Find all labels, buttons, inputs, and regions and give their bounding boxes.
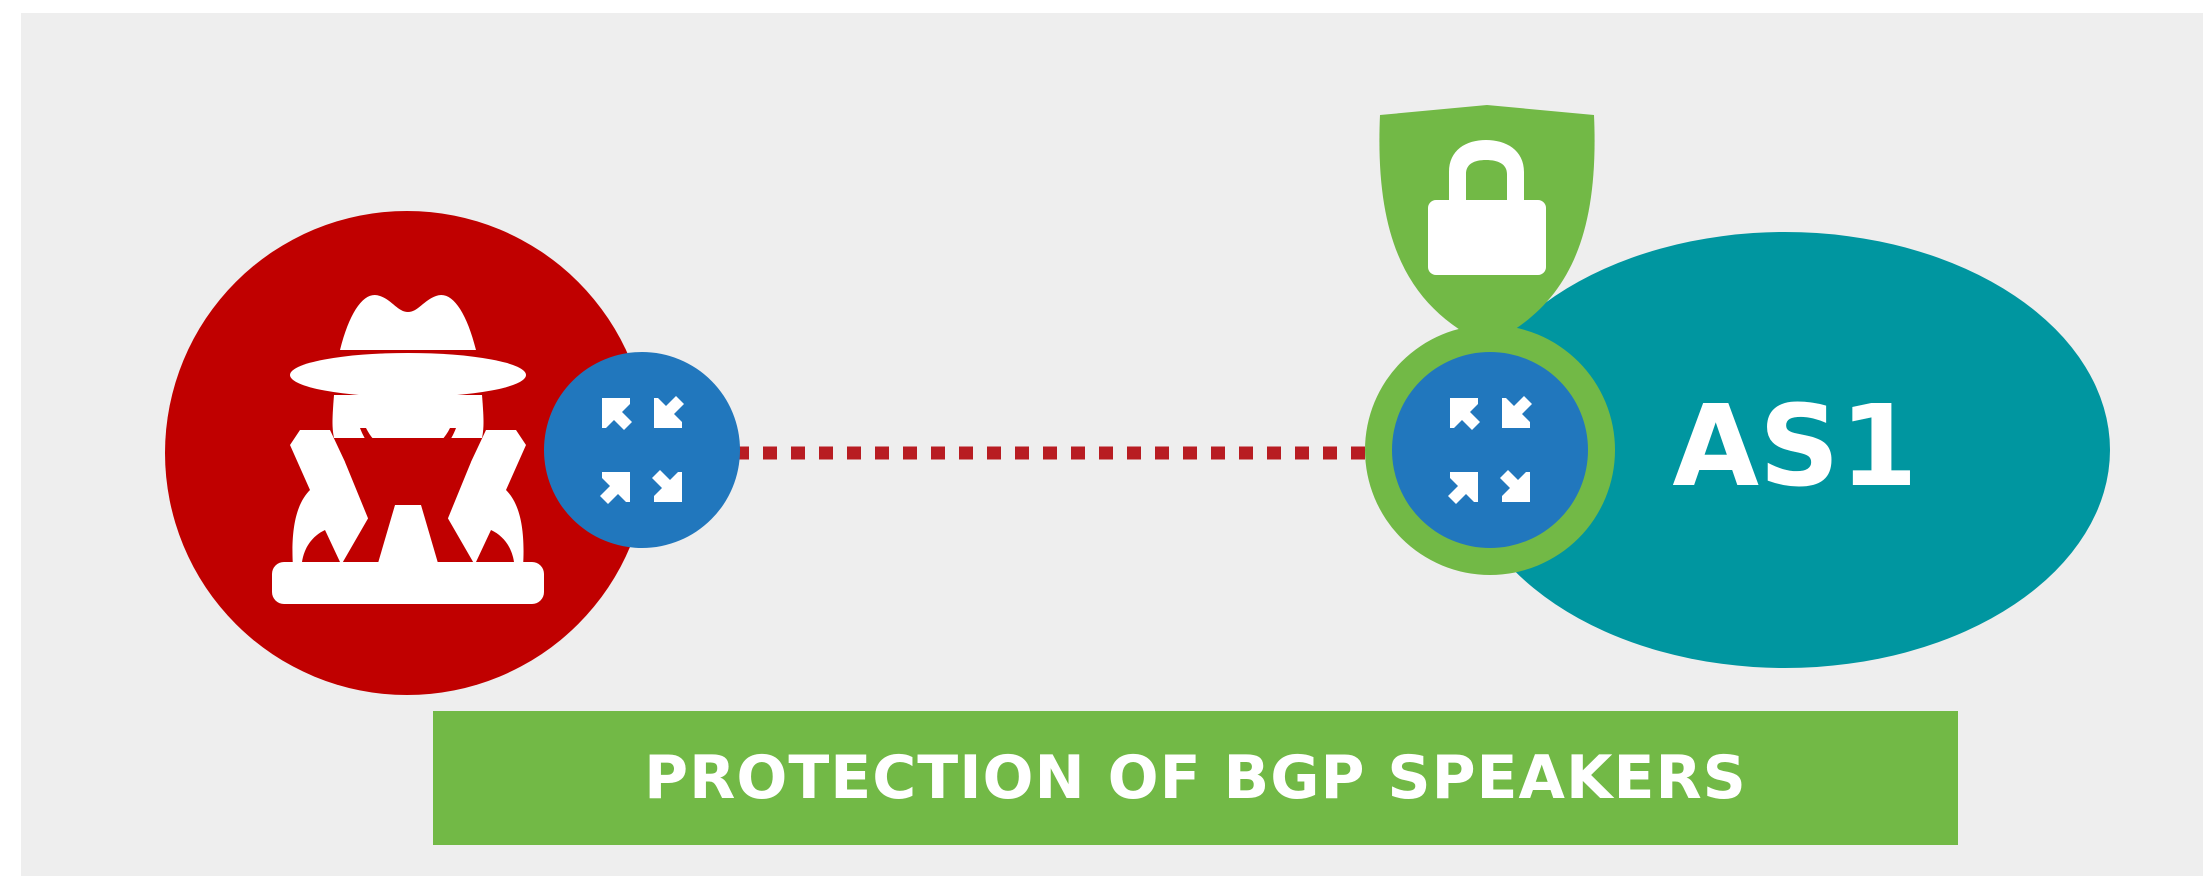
banner-title: PROTECTION OF BGP SPEAKERS — [644, 743, 1747, 813]
as1-region — [1460, 232, 2110, 668]
spy-icon — [272, 294, 544, 604]
lock-icon — [1428, 140, 1546, 275]
protected-router — [1392, 352, 1588, 548]
as-label: AS1 — [1672, 382, 1917, 512]
banner-background — [433, 711, 1958, 845]
attacker-router — [544, 352, 740, 548]
spy-icon-details — [302, 428, 514, 562]
